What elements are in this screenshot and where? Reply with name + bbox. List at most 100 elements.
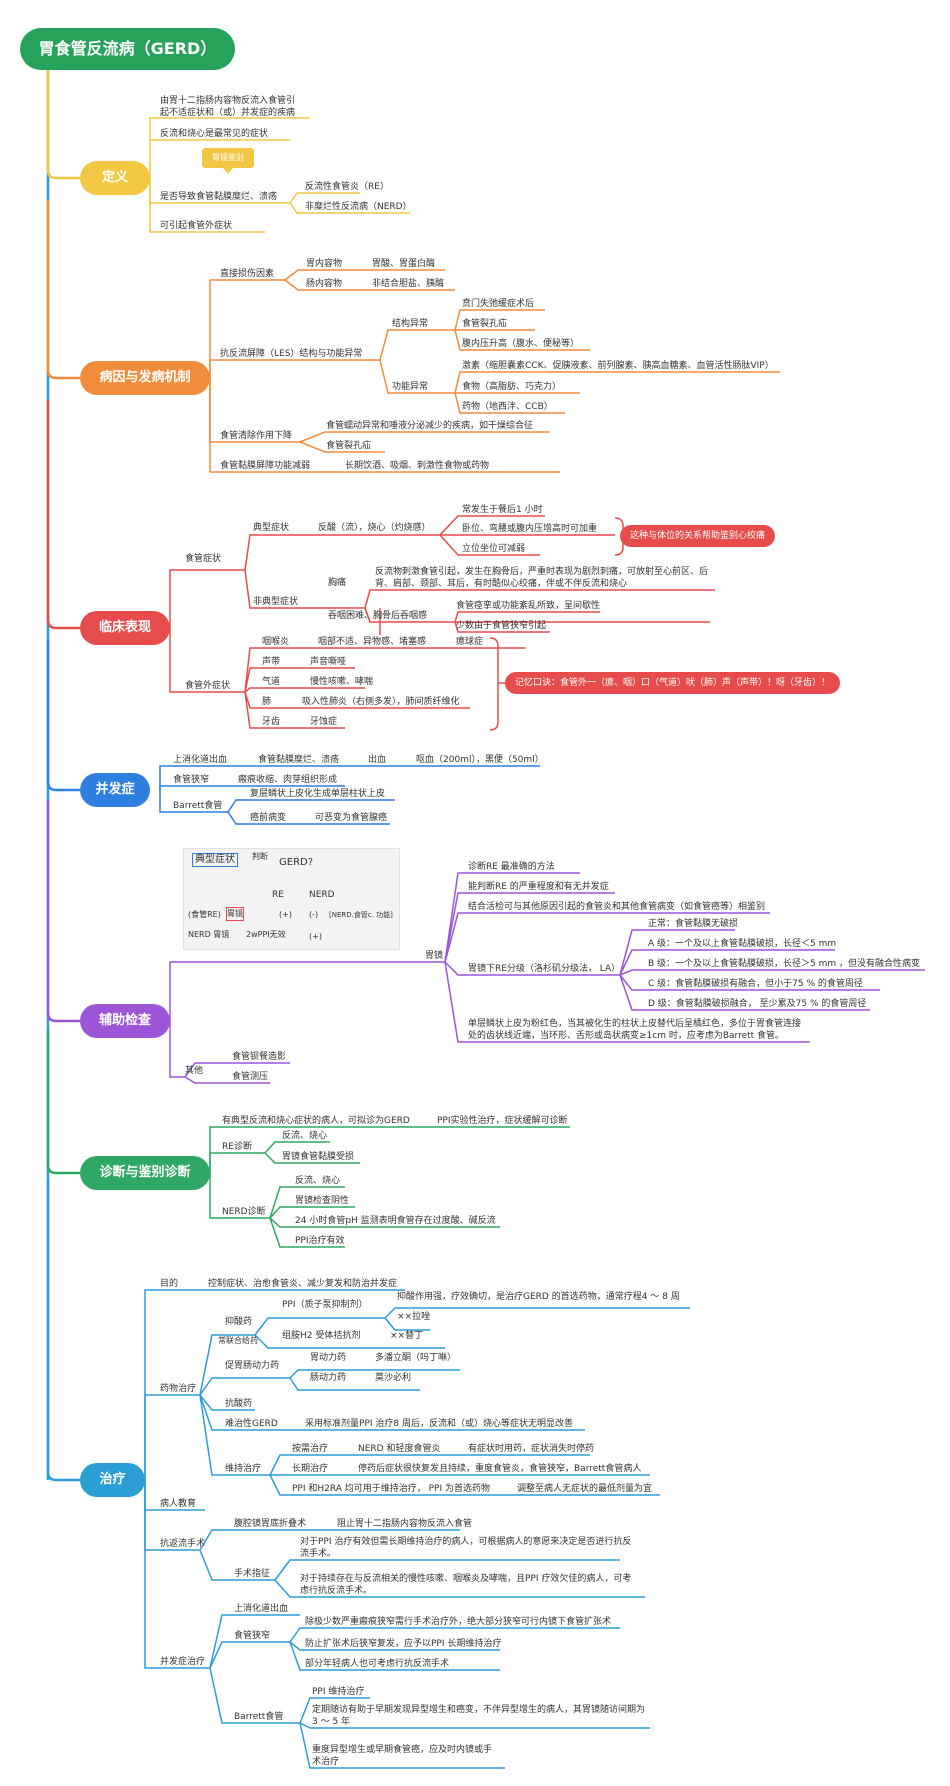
path-direct: 直接损伤因素 — [220, 269, 275, 279]
branch-clinical: 临床表现 — [80, 611, 170, 645]
exam-endo-3: 结合活检可与其他原因引起的食管炎和其他食管病变（如食管癌等）相鉴别 — [468, 902, 766, 912]
exam-endoscopy: 胃镜 — [425, 951, 444, 961]
branch-exam: 辅助检查 — [80, 1004, 170, 1038]
clin-extra-3-name: 气道 — [262, 677, 281, 687]
treat-stricture-3: 部分年轻病人也可考虑行抗反流手术 — [305, 1659, 450, 1669]
path-direct-gastric: 胃内容物 — [306, 259, 343, 269]
diag-nerd-2: 胃镜检查阴性 — [295, 1196, 350, 1206]
path-functional-1: 激素（缩胆囊素CCK、促胰液素、前列腺素、胰高血糖素、血管活性肠肽VIP） — [462, 361, 774, 371]
treat-h2: 组胺H2 受体拮抗剂 — [282, 1331, 361, 1341]
treat-surgery: 抗返流手术 — [160, 1539, 206, 1549]
treat-maint-2-desc: 停药后症状很快复发且持续，重度食管炎，食管狭窄，Barrett食管病人 — [358, 1464, 642, 1474]
clin-typical-2: 卧位、弯腰或腹内压增高时可加重 — [462, 524, 598, 534]
clin-extra-2-desc: 声音嘶哑 — [310, 657, 347, 667]
treat-ppi: PPI（质子泵抑制剂） — [282, 1300, 368, 1310]
clin-typical-1: 常发生于餐后1 小时 — [462, 505, 543, 515]
treat-ind-2a: 对于持续存在与反流相关的慢性咳嗽、咽喉炎及哮喘，且PPI 疗效欠佳的病人，可考 — [300, 1574, 632, 1584]
exam-la-5: D 级：食管黏膜破损融合， 至少累及75 % 的食管周径 — [648, 999, 867, 1009]
treat-maintenance: 维持治疗 — [225, 1464, 262, 1474]
clin-extra-5-name: 牙齿 — [262, 717, 281, 727]
def-subtype-re: 反流性食管炎（RE） — [305, 182, 389, 192]
exam-endo-2: 能判断RE 的严重程度和有无并发症 — [468, 882, 609, 892]
path-structural-1: 贲门失弛缓症术后 — [462, 299, 535, 309]
branch-treatment: 治疗 — [80, 1463, 145, 1497]
diag-first-note: PPI实验性治疗，症状缓解可诊断 — [437, 1116, 568, 1126]
path-direct-gastric-desc: 胃酸、胃蛋白酶 — [372, 259, 436, 269]
path-clearance: 食管清除作用下降 — [220, 431, 293, 441]
treat-goal: 目的 — [160, 1279, 179, 1289]
treat-pro-2: 肠动力药 — [310, 1373, 347, 1383]
treat-refractory: 难治性GERD — [225, 1419, 278, 1429]
treat-barrett-3b: 术治疗 — [312, 1757, 340, 1767]
sketch-label-13: (+) — [309, 932, 322, 941]
treat-prokinetic: 促胃肠动力药 — [225, 1361, 280, 1371]
treat-indication: 手术指征 — [234, 1569, 271, 1579]
treat-education: 病人教育 — [160, 1499, 197, 1509]
clin-dysphagia: 吞咽困难、胸骨后吞咽感 — [328, 611, 428, 621]
treat-maint-3-note: 调整至病人无症状的最低剂量为宜 — [517, 1484, 653, 1494]
treat-barrett-1: PPI 维持治疗 — [312, 1687, 365, 1697]
clin-chest-pain-desc-2: 背、肩部、颈部、耳后，有时酷似心绞痛，伴或不伴反流和烧心 — [375, 579, 628, 589]
def-item-4: 可引起食管外症状 — [160, 221, 233, 231]
clin-extra-1-extra: 癔球症 — [456, 637, 484, 647]
comp-barrett: Barrett食管 — [173, 801, 223, 811]
exam-la-3: B 级：一个及以上食管黏膜破损，长径＞5 mm ，但没有融合性病变 — [648, 959, 921, 969]
branch-definition: 定义 — [80, 161, 150, 195]
clin-dysphagia-2: 少数由于食管狭窄引起 — [456, 621, 547, 631]
comp-barrett-note: 可恶变为食管腺癌 — [315, 813, 388, 823]
treat-maint-1: 按需治疗 — [292, 1444, 329, 1454]
sketch-label-7: 胃镜 — [226, 907, 244, 921]
branch-diagnosis: 诊断与鉴别诊断 — [80, 1156, 210, 1190]
treat-ind-2b: 虑行抗反流手术。 — [300, 1586, 373, 1596]
treat-goal-desc: 控制症状、治愈食管炎、减少复发和防治并发症 — [208, 1279, 398, 1289]
treat-stricture-1: 除极少数严重瘢痕狭窄需行手术治疗外，绝大部分狭窄可行内镜下食管扩张术 — [305, 1617, 612, 1627]
diag-re-2: 胃镜食管黏膜受损 — [282, 1152, 355, 1162]
sketch-label-6: (食管RE) — [188, 910, 221, 919]
comp-bleeding-sub: 出血 — [368, 755, 387, 765]
treat-maint-1-note: 有症状时用药，症状消失时停药 — [468, 1444, 595, 1454]
treat-surg-2: 阻止胃十二指肠内容物反流入食管 — [337, 1519, 473, 1529]
def-tag: 胃镜鉴别 — [202, 148, 254, 174]
treat-maint-3: PPI 和H2RA 均可用于维持治疗， PPI 为首选药物 — [292, 1484, 491, 1494]
diag-nerd-1: 反流、烧心 — [295, 1176, 341, 1186]
exam-la-2: A 级：一个及以上食管黏膜破损，长径＜5 mm — [648, 939, 837, 949]
path-structural: 结构异常 — [392, 319, 429, 329]
branch-complications: 并发症 — [80, 773, 150, 807]
treat-barrett-2b: 3 ～ 5 年 — [312, 1717, 351, 1727]
exam-la: 胃镜下RE分级（洛杉矶分级法， LA） — [468, 964, 621, 974]
def-item-1a: 由胃十二指肠内容物反流入食管引 — [160, 96, 296, 106]
treat-drug: 药物治疗 — [160, 1384, 197, 1394]
exam-other-1: 食管钡餐造影 — [232, 1052, 287, 1062]
clin-extra: 食管外症状 — [185, 681, 231, 691]
sketch-label-3: GERD? — [279, 857, 314, 868]
sketch-label-8: (+) — [279, 910, 292, 919]
sketch-label-10: [NERD.食管c. 功能] — [329, 911, 393, 919]
treat-barrett-3a: 重度异型增生或早期食管癌，应及时内镜或手 — [312, 1745, 493, 1755]
diag-nerd-4: PPI治疗有效 — [295, 1236, 345, 1246]
treat-acid: 抑酸药 — [225, 1317, 253, 1327]
def-item-1b: 起不适症状和（或）并发症的疾病 — [160, 108, 296, 118]
treat-ppi-desc: 抑酸作用强，疗效确切，是治疗GERD 的首选药物，通常疗程4 ～ 8 周 — [397, 1292, 680, 1302]
sketch-label-9: (-) — [309, 910, 319, 919]
callout-angina: 这种与体位的关系帮助鉴别心绞痛 — [620, 525, 776, 547]
treat-comp-stricture: 食管狭窄 — [234, 1631, 271, 1641]
path-functional: 功能异常 — [392, 382, 429, 392]
treat-stricture-2: 防止扩张术后狭窄复发，应予以PPI 长期维持治疗 — [305, 1639, 502, 1649]
diag-nerd-3: 24 小时食管pH 监测表明食管存在过度酸、碱反流 — [295, 1216, 496, 1226]
path-clearance-2: 食管裂孔疝 — [326, 441, 372, 451]
comp-bleeding-desc: 食管黏膜糜烂、溃疡 — [258, 755, 340, 765]
clin-typical-desc: 反酸（流），烧心（灼烧感） — [318, 523, 431, 533]
path-structural-2: 食管裂孔疝 — [462, 319, 508, 329]
root-title: 胃食管反流病（GERD） — [20, 28, 235, 70]
comp-barrett-2: 癌前病变 — [250, 813, 287, 823]
sketch-label-1: 典型症状 — [192, 853, 238, 867]
path-mucosa: 食管黏膜屏障功能减弱 — [220, 461, 311, 471]
treat-comp-bleeding: 上消化道出血 — [234, 1604, 289, 1614]
diag-re: RE诊断 — [222, 1142, 252, 1152]
clin-atypical: 非典型症状 — [253, 597, 299, 607]
treat-maint-2: 长期治疗 — [292, 1464, 329, 1474]
def-item-2: 反流和烧心是最常见的症状 — [160, 129, 269, 139]
path-structural-3: 腹内压升高（腹水、便秘等） — [462, 339, 580, 349]
